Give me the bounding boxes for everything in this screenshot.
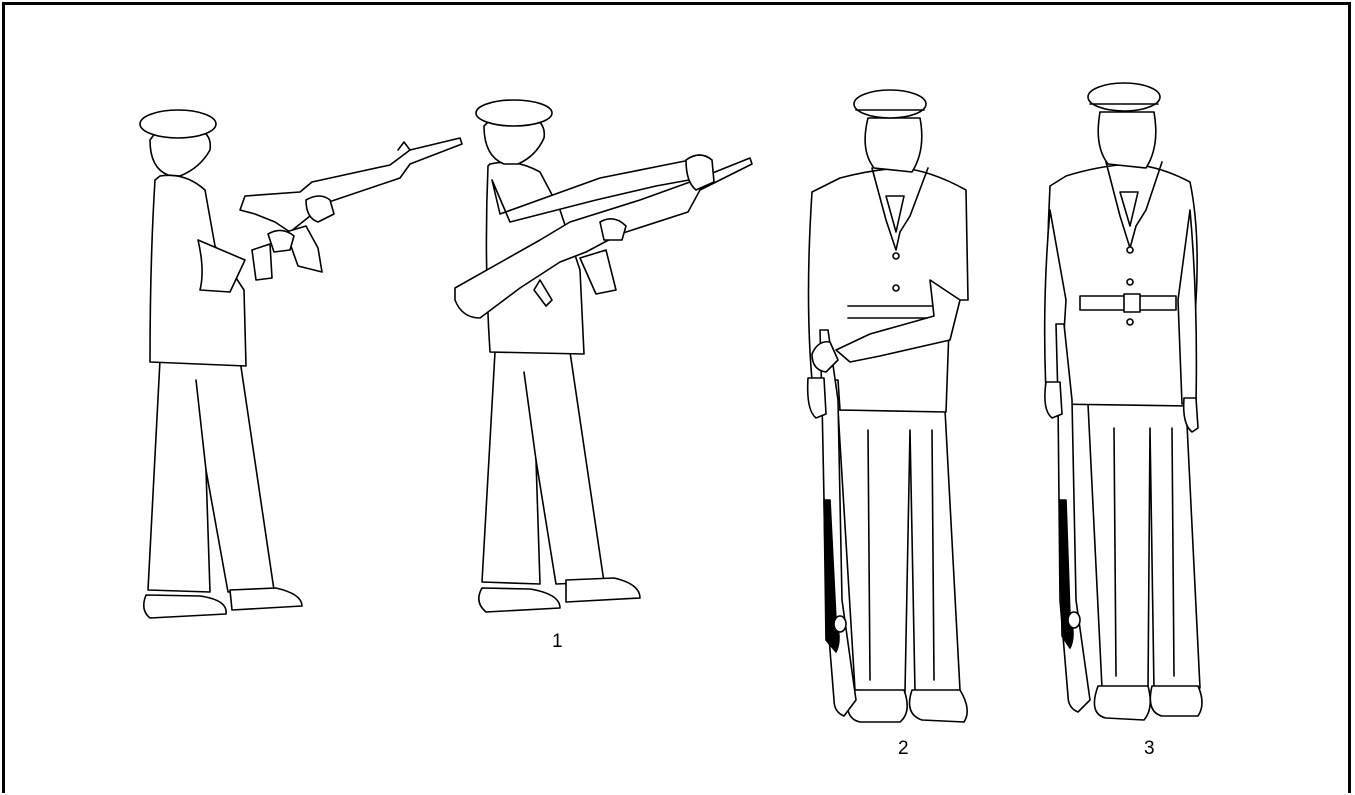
step-3-label: 3 (1144, 738, 1155, 760)
step-2-label: 2 (898, 738, 909, 760)
step-1-label: 1 (552, 631, 563, 653)
soldier-front-view-step-2 (808, 90, 968, 722)
soldier-front-view-step-3 (1045, 83, 1202, 720)
soldier-side-view-step-1 (455, 100, 752, 612)
soldier-side-view-present (140, 110, 462, 618)
